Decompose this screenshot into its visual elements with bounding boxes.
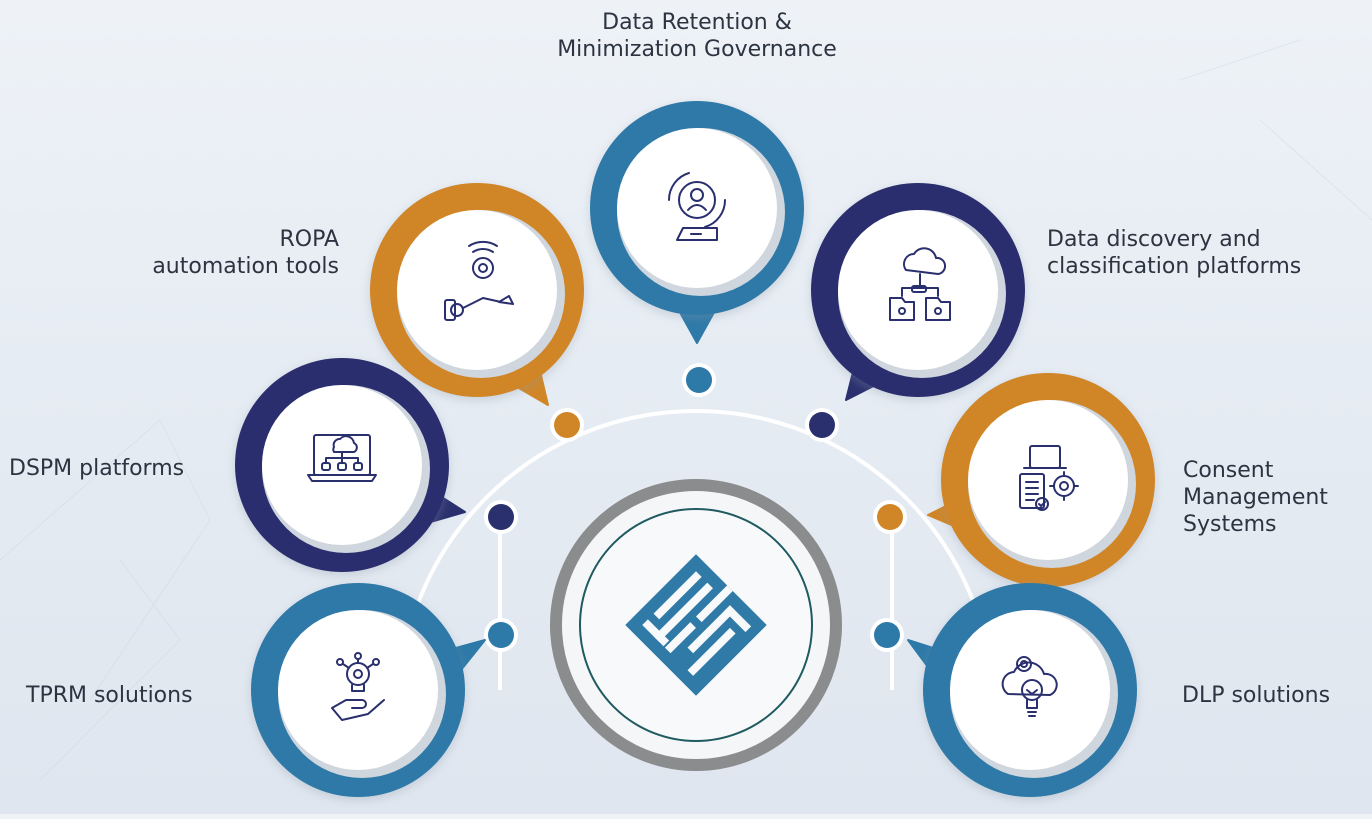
connector-dot	[488, 622, 514, 648]
cloud-folders-icon	[889, 247, 951, 321]
bubble-inner-disc	[262, 385, 422, 545]
logo-glyph-cut	[696, 585, 733, 623]
bubble-top	[590, 101, 804, 344]
bubble-low-right	[907, 583, 1137, 797]
bubble-low-left	[251, 583, 486, 797]
connector-dot	[877, 504, 903, 530]
label-line: Data Retention &	[602, 10, 792, 35]
document-laptop-gear-icon	[1019, 445, 1079, 511]
label-line: classification platforms	[1047, 254, 1302, 279]
connector-dot	[488, 504, 514, 530]
label-line: Systems	[1183, 512, 1277, 537]
arc-path	[400, 409, 992, 664]
bubble-upper-left	[370, 183, 584, 406]
logo-glyph-cut	[724, 605, 752, 633]
bubble-mid-left	[235, 358, 466, 572]
logo-glyph-cut	[687, 605, 736, 654]
label-dspm: DSPM platforms	[9, 455, 229, 482]
connector-dot	[554, 412, 580, 438]
logo-glyph-cut	[653, 571, 702, 620]
connector-dot	[809, 412, 835, 438]
bubble-inner-disc	[617, 128, 777, 288]
label-line: automation tools	[152, 254, 339, 279]
label-line: Minimization Governance	[557, 37, 837, 62]
label-line: TPRM solutions	[26, 683, 193, 708]
label-line: ROPA	[279, 227, 339, 252]
connector-dot	[874, 622, 900, 648]
cloud-network-monitor-icon	[307, 434, 377, 482]
bubble-inner-disc	[838, 210, 998, 370]
hand-lightbulb-icon	[331, 652, 385, 721]
bubble-upper-right	[811, 183, 1025, 401]
label-dlp: DLP solutions	[1182, 682, 1362, 709]
background-lines	[0, 39, 1372, 781]
label-ropa: ROPA automation tools	[95, 226, 339, 280]
label-line: Consent	[1183, 458, 1274, 483]
label-line: Data discovery and	[1047, 227, 1261, 252]
logo-glyph-cut	[653, 582, 713, 642]
connector-arc	[400, 409, 992, 690]
label-data-discovery: Data discovery and classification platfo…	[1047, 226, 1357, 280]
bubble-inner-disc	[950, 610, 1110, 770]
label-line: Management	[1183, 485, 1328, 510]
bubble-inner-disc	[397, 210, 557, 370]
robot-arm-gear-icon	[444, 240, 514, 321]
label-tprm: TPRM solutions	[26, 682, 236, 709]
bubble-inner-disc	[968, 400, 1128, 560]
label-line: DSPM platforms	[9, 456, 185, 481]
label-line: DLP solutions	[1182, 683, 1331, 708]
connector-dot	[686, 367, 712, 393]
label-data-retention: Data Retention & Minimization Governance	[517, 9, 877, 63]
label-consent: Consent Management Systems	[1183, 457, 1363, 538]
cloud-gear-bulb-icon	[1001, 656, 1058, 717]
logo-glyph-cut	[664, 622, 696, 654]
user-sync-laptop-icon	[667, 172, 727, 241]
logo-glyph-cut	[687, 627, 736, 676]
logo-glyph-cut	[642, 619, 670, 647]
bubble-mid-right	[927, 373, 1155, 587]
